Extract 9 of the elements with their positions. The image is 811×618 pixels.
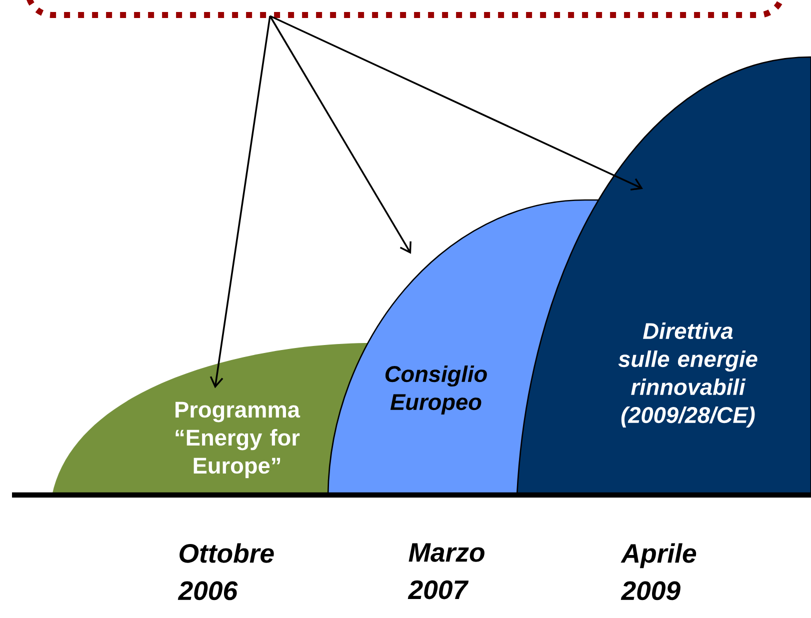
arrow: [269, 16, 412, 254]
node-text: Direttiva sulle energie rinnovabili (2009/28/CE): [618, 322, 758, 428]
arrow: [270, 15, 643, 191]
node-text: Consiglio Europeo: [385, 365, 487, 415]
date-label: Aprile 2009: [620, 543, 696, 600]
date-label: Ottobre 2006: [178, 543, 274, 600]
arrow: [210, 16, 271, 388]
node-text: Programma “Energy for Europe”: [176, 402, 300, 478]
date-label: Marzo 2007: [408, 543, 484, 600]
